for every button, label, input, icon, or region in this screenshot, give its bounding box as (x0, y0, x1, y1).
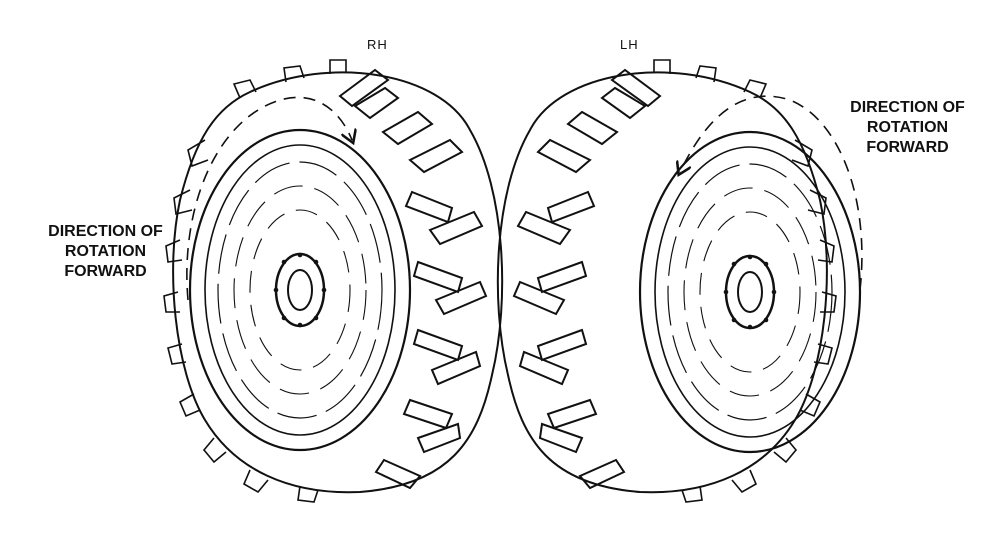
rh-top-knobs (232, 59, 347, 99)
lh-label: LH (620, 37, 639, 52)
rh-left-knobs (163, 139, 319, 503)
rh-hub-bore (287, 269, 313, 311)
rh-rotation-arrow (186, 96, 352, 301)
lh-tread-lugs (512, 68, 662, 490)
rh-label: RH (367, 37, 388, 52)
rh-sidewall (188, 128, 412, 452)
lh-right-knobs (681, 139, 837, 503)
lh-rim-contour-1 (683, 187, 817, 397)
rotation-left-line2: ROTATION (64, 243, 147, 260)
rh-rim-contour-2 (249, 209, 351, 371)
rh-rim-contour-1 (233, 185, 367, 395)
lh-hub-bore (737, 271, 763, 313)
rh-rim-inner (217, 161, 383, 419)
rotation-left-line3: FORWARD (64, 263, 147, 280)
lh-sidewall (638, 130, 862, 454)
lh-top-knobs (653, 59, 768, 99)
rh-hub (274, 252, 326, 328)
lh-lug-nuts (723, 254, 777, 330)
lh-hub (724, 254, 776, 330)
rotation-right-line3: FORWARD (866, 139, 949, 156)
lh-rim-outer (654, 146, 846, 438)
rh-tire-outline (172, 71, 504, 494)
lh-rim-contour-2 (699, 211, 801, 373)
rh-rim-outer (204, 144, 396, 436)
rh-lug-nuts (273, 252, 327, 328)
rotation-label-left: DIRECTION OF ROTATION FORWARD (18, 222, 193, 282)
rotation-right-line1: DIRECTION OF (850, 99, 965, 116)
lh-tire-outline (496, 71, 828, 494)
lh-rotation-arrow (680, 95, 863, 291)
rotation-label-right: DIRECTION OF ROTATION FORWARD (820, 98, 995, 158)
rh-tread-lugs (338, 68, 488, 490)
lh-rim-inner (667, 163, 833, 421)
rotation-right-line2: ROTATION (866, 119, 949, 136)
lh-tire (496, 59, 863, 503)
rotation-left-line1: DIRECTION OF (48, 223, 163, 240)
rh-tire (163, 59, 504, 503)
